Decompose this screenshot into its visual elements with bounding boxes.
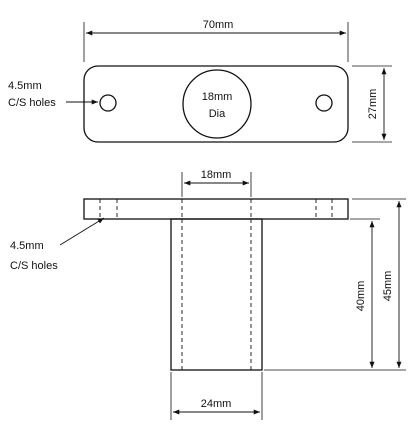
center-dia-label: 18mm [202,91,233,103]
hole-label-top-2: C/S holes [8,97,56,109]
inner-height-label: 40mm [355,281,367,312]
width-label: 70mm [203,19,234,31]
bore-width-label: 18mm [201,169,232,181]
stem-outline [170,218,263,371]
height-label: 27mm [367,89,379,120]
hole-leader-side [59,217,105,246]
top-plate-outline [83,65,349,143]
hole-label-top: 4.5mm [8,80,42,92]
top-view: 18mm Dia 70mm 27mm 4.5mm C/S holes [8,19,392,143]
side-view: 18mm 24mm 40mm 45mm 4.5mm C/S holes [10,169,406,420]
hole-label-side-2: C/S holes [10,260,58,272]
left-hole [99,94,117,112]
hole-label-side: 4.5mm [10,240,44,252]
right-hole [315,94,333,112]
flange-outline [83,198,349,220]
total-height-label: 45mm [382,271,394,302]
center-dia-label-2: Dia [209,108,226,120]
center-boss [182,69,252,139]
stem-width-label: 24mm [201,398,232,410]
